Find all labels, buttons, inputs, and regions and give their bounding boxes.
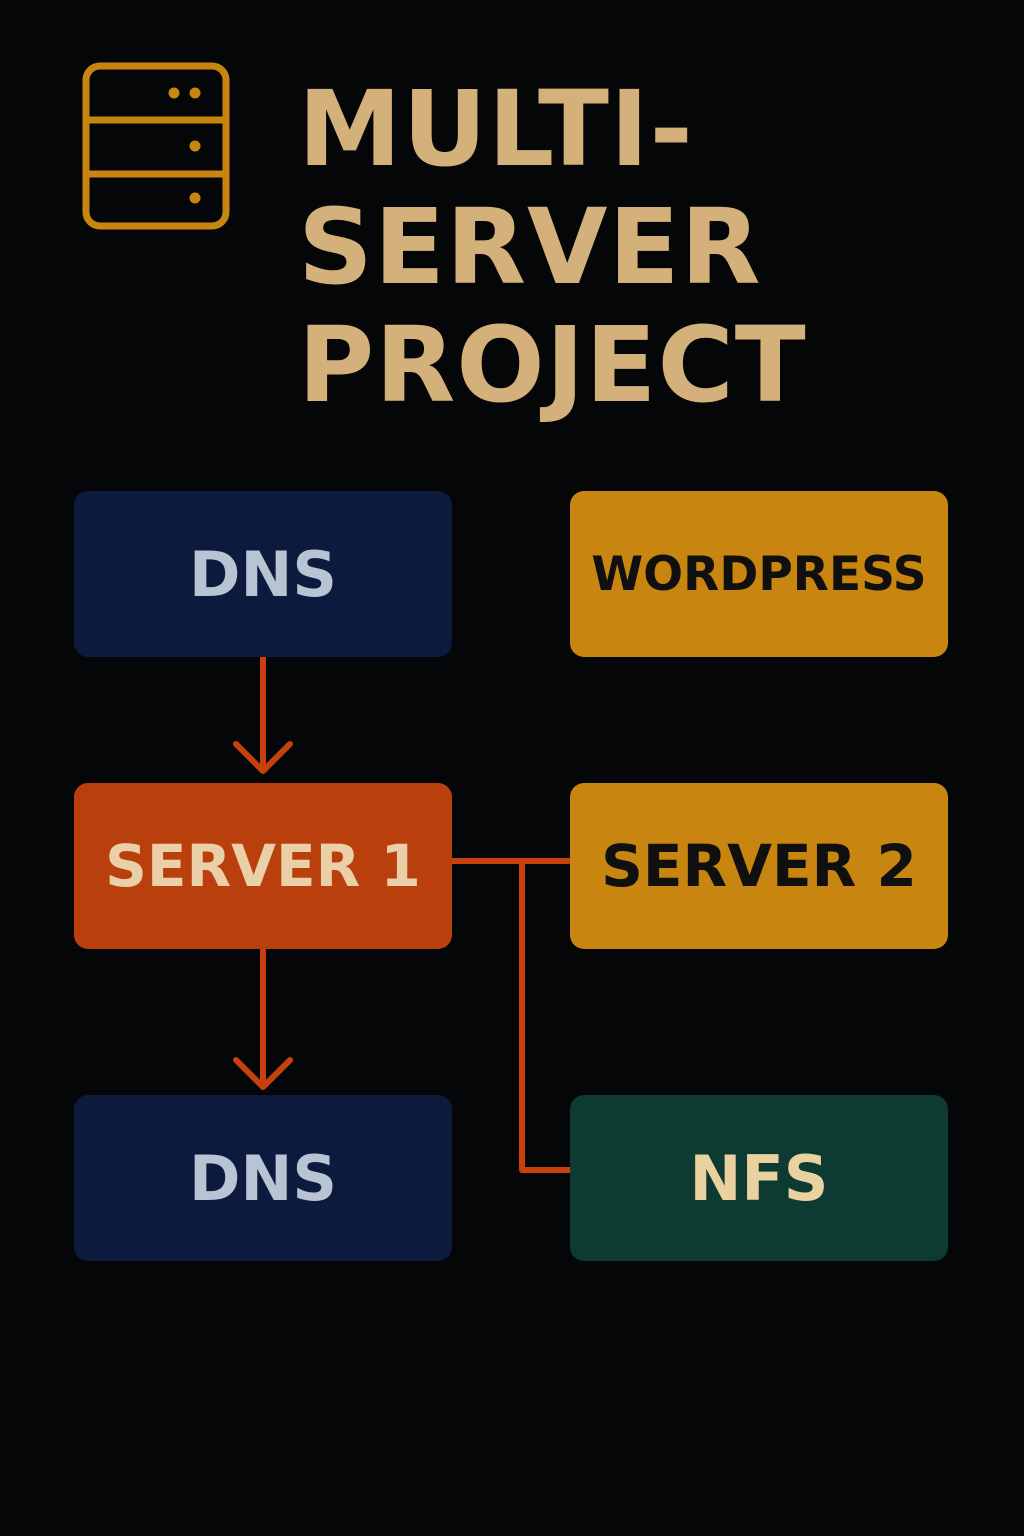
node-server1-label: SERVER 1 bbox=[105, 832, 421, 900]
node-wordpress: WORDPRESS bbox=[570, 491, 948, 657]
node-dns-top: DNS bbox=[74, 491, 452, 657]
arrowhead-server1-to-dns bbox=[233, 1057, 293, 1090]
node-nfs-label: NFS bbox=[689, 1141, 829, 1215]
link-server1-to-nfs bbox=[519, 858, 573, 1173]
node-server1: SERVER 1 bbox=[74, 783, 452, 949]
title-line-2: SERVER bbox=[298, 186, 762, 308]
page-title: MULTI- SERVER PROJECT bbox=[298, 70, 807, 424]
title-line-3: PROJECT bbox=[298, 304, 807, 426]
node-nfs: NFS bbox=[570, 1095, 948, 1261]
node-dns-bottom-label: DNS bbox=[188, 1141, 337, 1215]
node-server2-label: SERVER 2 bbox=[601, 832, 917, 900]
node-dns-bottom: DNS bbox=[74, 1095, 452, 1261]
arrowhead-dns-to-server1 bbox=[233, 741, 293, 774]
title-line-1: MULTI- bbox=[298, 68, 694, 190]
server-rack-icon bbox=[82, 62, 230, 230]
node-dns-top-label: DNS bbox=[188, 537, 337, 611]
node-server2: SERVER 2 bbox=[570, 783, 948, 949]
node-wordpress-label: WORDPRESS bbox=[591, 546, 927, 602]
